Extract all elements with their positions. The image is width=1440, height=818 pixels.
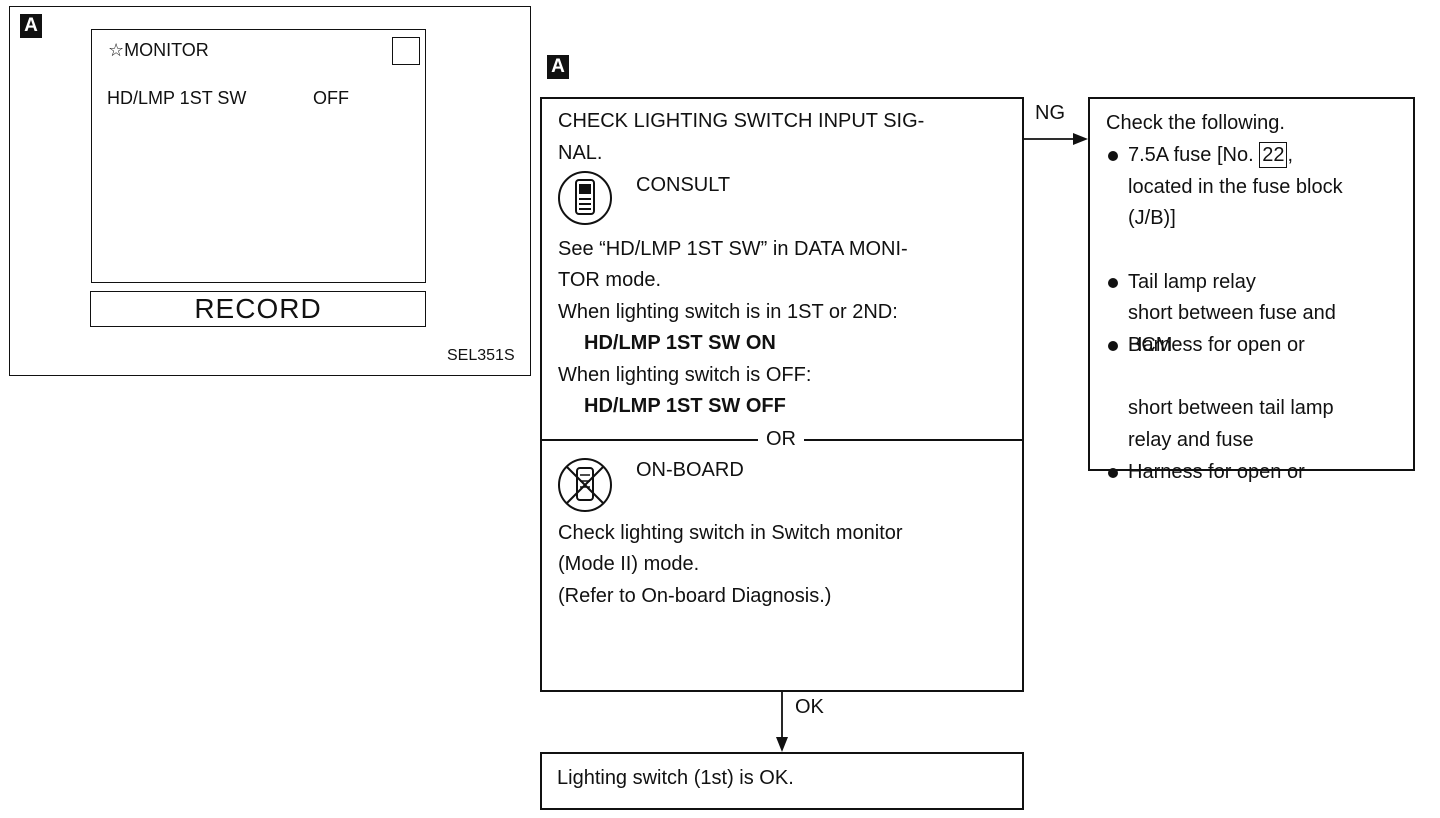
harness1-line1: Harness for open or	[1106, 330, 1440, 362]
onboard-label: ON-BOARD	[636, 459, 744, 481]
ng-heading: Check the following.	[1106, 112, 1285, 134]
consult-line2: TOR mode.	[558, 269, 661, 291]
or-label: OR	[758, 424, 804, 454]
ok-arrowhead	[776, 737, 788, 752]
monitor-display	[91, 29, 426, 283]
record-button-label: RECORD	[194, 293, 322, 324]
fuse-line3: (J/B)]	[1128, 207, 1176, 229]
onboard-line3: (Refer to On-board Diagnosis.)	[558, 585, 832, 607]
harness2-line2: short between tail lamp	[1128, 397, 1334, 419]
monitor-item-value: OFF	[313, 88, 349, 108]
result-off: HD/LMP 1ST SW OFF	[584, 395, 786, 417]
consult-line4: When lighting switch is OFF:	[558, 364, 812, 386]
monitor-header: ☆MONITOR	[108, 38, 209, 62]
result-on: HD/LMP 1ST SW ON	[584, 332, 776, 354]
onboard-line2: (Mode II) mode.	[558, 553, 700, 575]
star-outline-icon: ☆	[108, 40, 125, 60]
ng-action-box	[1088, 97, 1415, 471]
monitor-header-text: MONITOR	[124, 40, 209, 60]
onboard-line1: Check lighting switch in Switch monitor	[558, 522, 903, 544]
consult-line1: See “HD/LMP 1ST SW” in DATA MONI-	[558, 238, 908, 260]
check-step-box	[540, 97, 1024, 692]
fuse-suffix: ,	[1287, 144, 1294, 166]
harness1-line2: short between fuse and	[1128, 302, 1336, 324]
badge-a-left: A	[20, 14, 42, 38]
monitor-item-label: HD/LMP 1ST SW	[107, 88, 247, 108]
check-title-line2: NAL.	[558, 142, 603, 164]
fuse-number: 22	[1259, 142, 1288, 168]
ng-item-fuse: 7.5A fuse [No. 22,	[1106, 140, 1440, 172]
fuse-prefix: 7.5A fuse [No.	[1128, 144, 1254, 166]
ok-result-box	[540, 752, 1024, 810]
record-button[interactable]: RECORD	[90, 291, 426, 327]
fuse-line2: located in the fuse block	[1128, 176, 1343, 198]
harness2-line3: relay and fuse	[1128, 429, 1254, 451]
no-tester-icon	[557, 457, 613, 513]
consult-label: CONSULT	[636, 174, 731, 196]
harness2-line1: Harness for open or	[1106, 457, 1440, 489]
check-title-line1: CHECK LIGHTING SWITCH INPUT SIG-	[558, 110, 925, 132]
ng-label: NG	[1035, 102, 1065, 124]
ok-result-text: Lighting switch (1st) is OK.	[557, 767, 794, 789]
ok-label: OK	[795, 696, 824, 718]
harness1-line3: BCM	[1128, 334, 1173, 356]
consult-line3: When lighting switch is in 1ST or 2ND:	[558, 301, 898, 323]
ng-arrowhead	[1073, 133, 1088, 145]
monitor-corner-checkbox[interactable]	[392, 37, 420, 65]
consult-tester-icon	[557, 170, 613, 226]
ng-item-tail-relay: Tail lamp relay	[1106, 267, 1440, 299]
badge-a-right: A	[547, 55, 569, 79]
figure-code: SEL351S	[447, 347, 515, 364]
